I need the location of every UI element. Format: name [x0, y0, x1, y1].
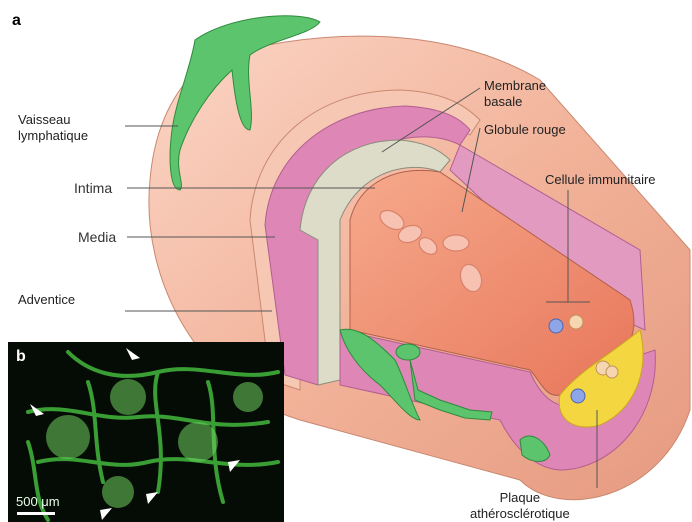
- label-plaque-atherosclerotique: Plaque athérosclérotique: [470, 490, 570, 522]
- label-globule-rouge: Globule rouge: [484, 122, 566, 138]
- microscopy-image: b 500 μm: [8, 342, 284, 522]
- label-vaisseau-lymphatique: Vaisseau lymphatique: [18, 112, 88, 144]
- panel-label-b: b: [16, 348, 26, 366]
- label-intima: Intima: [74, 180, 112, 196]
- label-adventice: Adventice: [18, 292, 75, 308]
- label-media: Media: [78, 229, 116, 245]
- label-membrane-basale: Membrane basale: [484, 78, 546, 110]
- scale-bar: [17, 512, 55, 515]
- label-cellule-immunitaire: Cellule immunitaire: [545, 172, 656, 188]
- panel-label-a: a: [12, 12, 21, 30]
- scale-bar-label: 500 μm: [16, 494, 60, 509]
